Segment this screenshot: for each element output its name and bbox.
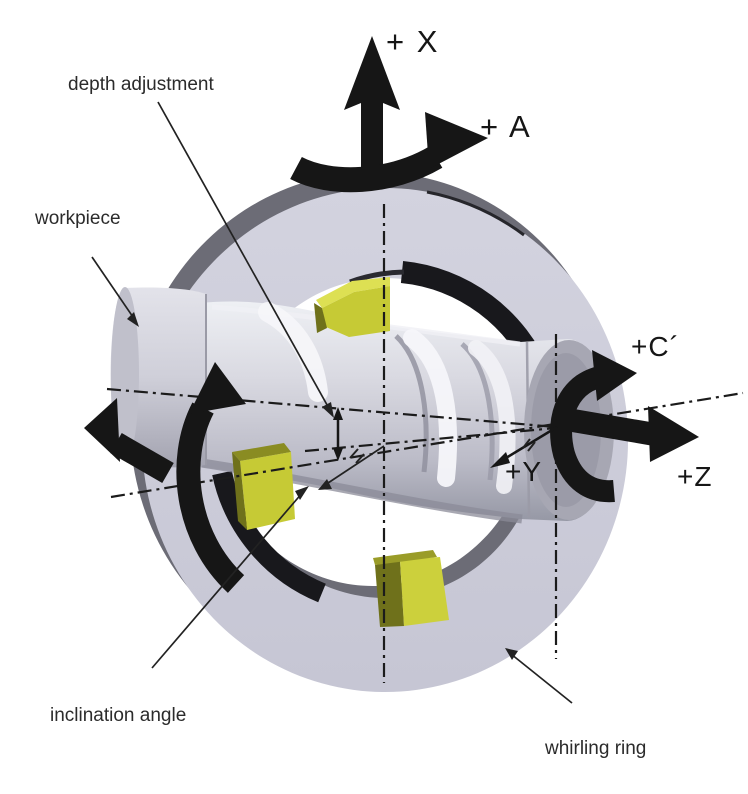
axis-arrows xyxy=(84,36,699,593)
label-axis-x: + X xyxy=(386,24,439,59)
label-workpiece: workpiece xyxy=(34,208,121,229)
a-rotation-arrowhead xyxy=(425,112,488,169)
leader-depth-adjustment xyxy=(157,101,332,413)
y-axis-arrowhead xyxy=(490,452,510,468)
leader-whirling-ring xyxy=(510,653,573,704)
feed-arrowhead-left xyxy=(84,398,120,462)
z-axis-arrow-shaft xyxy=(568,408,654,446)
cutting-inserts xyxy=(232,277,449,627)
label-axis-a: + A xyxy=(480,109,532,144)
insert-left-top-facet xyxy=(232,443,291,461)
insert-bottom-top-facet xyxy=(373,550,437,565)
leader-inclination-angle xyxy=(151,491,304,669)
z-axis-arrowhead xyxy=(648,406,699,462)
thread-swirl-1 xyxy=(258,302,328,402)
leader-whirling-ring-arrowhead xyxy=(505,648,518,660)
insert-bottom-dark-facet xyxy=(375,560,404,627)
insert-left-face xyxy=(240,452,295,530)
cutting-insert-bottom xyxy=(373,550,449,627)
angle-indicator-arrowhead xyxy=(318,479,332,490)
angle-hash-marks-center xyxy=(349,448,365,464)
thread-swirl-3 xyxy=(468,340,516,494)
ring-rotation-arrowhead xyxy=(189,362,246,414)
labels: depth adjustment workpiece inclination a… xyxy=(34,24,712,759)
insert-top-face xyxy=(322,286,390,337)
insert-bottom-face xyxy=(400,557,449,626)
thread-swirl-2 xyxy=(403,329,458,487)
label-inclination-angle: inclination angle xyxy=(50,705,186,726)
leader-workpiece-arrowhead xyxy=(127,312,139,327)
depth-arrowhead-down xyxy=(333,448,343,461)
c-rotation-arrowhead xyxy=(592,350,637,401)
x-axis-arrow xyxy=(344,36,400,186)
flange-end-cap xyxy=(111,287,139,461)
depth-arrowhead-up xyxy=(333,407,343,420)
centerline-inclined-short xyxy=(304,426,557,453)
centerline-workpiece-axis xyxy=(110,391,744,499)
leader-workpiece xyxy=(91,256,136,321)
label-axis-c: +C´ xyxy=(631,331,680,362)
ring-rotation-arrow-arc xyxy=(176,402,245,593)
insert-top-dark-facet xyxy=(314,303,327,333)
thread-groove-1 xyxy=(394,334,429,473)
label-depth-adjustment: depth adjustment xyxy=(68,74,214,95)
leader-depth-arrowhead xyxy=(322,402,334,418)
c-rotation-arrow-arc xyxy=(550,365,615,503)
angle-indicator-line xyxy=(324,445,385,486)
y-axis-arrow-line xyxy=(500,425,558,463)
cutting-insert-top xyxy=(314,277,390,337)
leader-inclination-arrowhead xyxy=(295,486,309,500)
insert-left-dark-facet xyxy=(232,452,247,530)
a-rotation-arrow-arc xyxy=(290,146,443,193)
depth-dimension xyxy=(333,407,343,461)
label-whirling-ring: whirling ring xyxy=(544,738,646,759)
leader-lines xyxy=(91,101,573,704)
label-axis-z: +Z xyxy=(677,461,712,492)
angle-hash-marks-right xyxy=(522,438,536,452)
label-axis-y: +Y xyxy=(505,456,542,487)
cutting-insert-left xyxy=(232,443,295,530)
ring-outer-edge-line xyxy=(426,190,525,237)
feed-arrow-left xyxy=(110,433,174,483)
